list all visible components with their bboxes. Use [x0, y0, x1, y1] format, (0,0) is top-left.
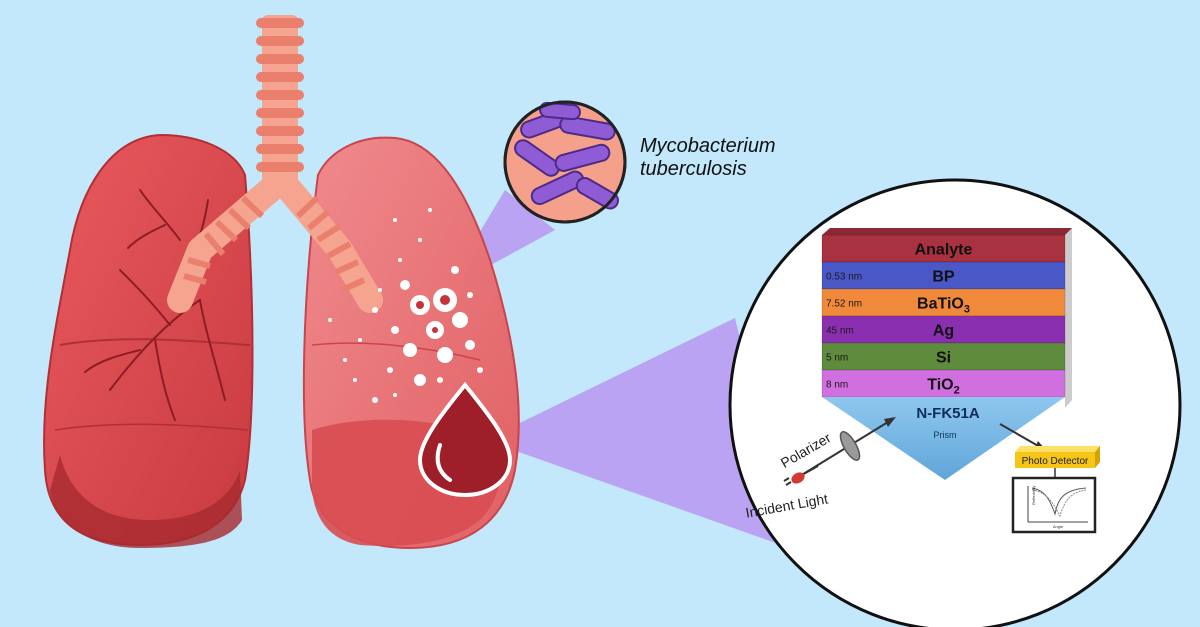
layer-ag [821, 315, 1066, 344]
layer-si [821, 342, 1066, 371]
layer-label-batio: BaTiO3 [917, 296, 970, 316]
bronchi [167, 177, 383, 313]
tb-lesions [328, 208, 483, 403]
prism-label: N-FK51A [916, 405, 980, 422]
layer-label-tio: TiO2 [927, 377, 960, 397]
layer-thickness-si: 5 nm [826, 353, 848, 364]
prism [822, 397, 1065, 480]
bacterium-label-line1: Mycobacterium [640, 135, 776, 157]
plot-xlabel: Angle [1053, 524, 1064, 529]
layer-label-bp: BP [932, 269, 955, 286]
light-source-plug-icon [783, 465, 819, 486]
layer-bp [821, 261, 1066, 290]
polarizer-disc-icon [839, 431, 861, 461]
spr-dip-curve [1031, 487, 1087, 516]
layer-label-ag: Ag [933, 323, 954, 340]
layer-analyte [821, 234, 1066, 263]
trachea [256, 15, 304, 195]
sensor-beam [485, 318, 790, 548]
layer-thickness-ag: 45 nm [826, 326, 854, 337]
plot-ylabel: Reflectivity [1031, 486, 1036, 505]
bacterium-label-line2: tuberculosis [640, 158, 747, 180]
detector-label: Photo Detector [1022, 456, 1089, 467]
layer-batio [821, 288, 1066, 317]
layer-thickness-tio: 8 nm [826, 380, 848, 391]
layer-thickness-bp: 0.53 nm [826, 272, 862, 283]
lesion-cores [416, 295, 450, 333]
detector-box-icon [1015, 446, 1100, 468]
layer-thickness-batio: 7.52 nm [826, 299, 862, 310]
layer-label-analyte: Analyte [915, 242, 973, 259]
layer-label-si: Si [936, 350, 951, 367]
bacteria-magnifier-icon [503, 100, 627, 224]
blood-drop-icon [417, 381, 513, 498]
monitor-plot-icon [1011, 476, 1097, 534]
prism-caption: Prism [934, 430, 957, 440]
lungs-illustration [43, 15, 520, 550]
